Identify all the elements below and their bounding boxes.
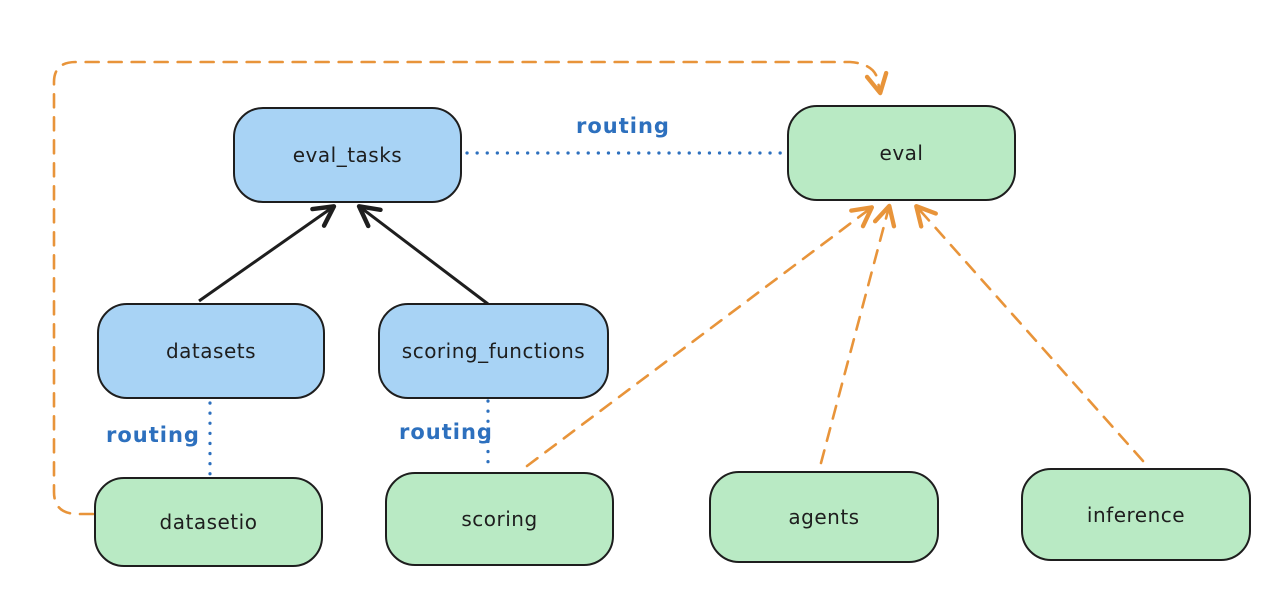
edge-datasets-to-eval-tasks [198,204,337,303]
edge-label-routing-middle: routing [399,420,493,444]
node-datasets-label: datasets [165,339,257,363]
edge-scoring-to-eval [525,205,875,468]
node-agents-label: agents [788,505,860,529]
node-datasetio-label: datasetio [159,510,258,534]
node-eval-label: eval [879,141,924,165]
edge-label-routing-top: routing [576,114,670,138]
node-eval: eval [787,105,1016,201]
node-inference: inference [1021,468,1251,561]
node-scoring-functions: scoring_functions [378,303,609,399]
edge-agents-to-eval [819,203,897,465]
node-inference-label: inference [1086,502,1186,527]
edge-datasetio-to-eval [52,60,889,516]
edge-inference-to-eval [914,204,1145,463]
node-datasetio: datasetio [94,477,323,567]
edge-scoring-functions-to-eval-tasks [356,204,489,306]
node-eval-tasks: eval_tasks [233,107,462,203]
node-agents: agents [709,471,939,563]
node-scoring-functions-label: scoring_functions [401,339,586,363]
node-datasets: datasets [97,303,325,399]
node-scoring-label: scoring [461,507,538,531]
node-scoring: scoring [385,472,614,566]
node-eval-tasks-label: eval_tasks [292,143,403,167]
edge-label-routing-left: routing [106,423,200,447]
